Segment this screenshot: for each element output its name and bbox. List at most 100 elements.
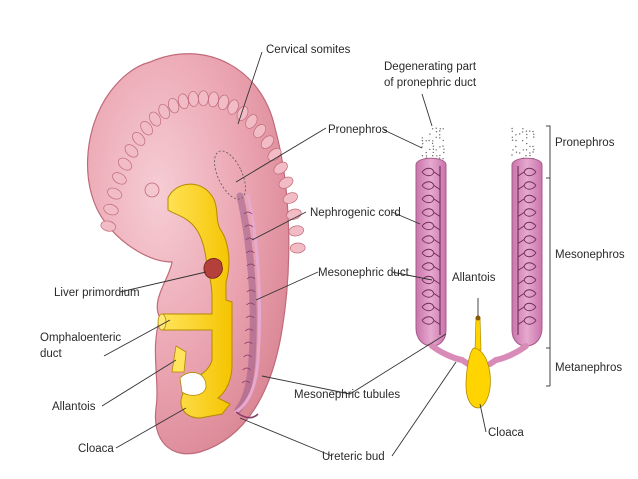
degenerating-dot [522, 140, 523, 141]
degenerating-dot [443, 149, 444, 150]
degenerating-dot [433, 152, 434, 153]
degenerating-dot [532, 151, 533, 152]
degenerating-dot [515, 134, 516, 135]
optic-bump [145, 183, 159, 197]
degenerating-dot [529, 155, 530, 156]
label-degenerating-line1: Degenerating part [384, 61, 477, 73]
degenerating-dot [422, 140, 423, 141]
degenerating-dot [529, 152, 530, 153]
degenerating-dot [426, 155, 427, 156]
label-allantois-left: Allantois [52, 401, 96, 413]
degenerating-dot [442, 158, 443, 159]
degenerating-dot [428, 140, 429, 141]
degenerating-dot [436, 128, 437, 129]
ureteric-bud-right [490, 346, 526, 364]
degenerating-dot [422, 155, 423, 156]
degenerating-dot [512, 137, 513, 138]
degenerating-dot [429, 133, 430, 134]
region-brackets [546, 126, 550, 386]
label-cloaca-left: Cloaca [78, 443, 114, 455]
degenerating-dot [525, 155, 526, 156]
degenerating-dot [432, 140, 433, 141]
degenerating-dot [516, 152, 517, 153]
degenerating-dot [443, 128, 444, 129]
label-allantois-right: Allantois [452, 272, 496, 284]
label-mesonephric-duct: Mesonephric duct [318, 267, 410, 279]
degenerating-dot [519, 133, 520, 134]
degenerating-dot [422, 137, 423, 138]
degenerating-dot [439, 146, 440, 147]
degenerating-dot [432, 143, 433, 144]
somite [290, 242, 306, 253]
ureteric-bud-left [432, 346, 468, 364]
degenerating-dot [432, 155, 433, 156]
degenerating-dot [522, 131, 523, 132]
degenerating-dot [426, 140, 427, 141]
degenerating-dot [523, 149, 524, 150]
degenerating-dot [526, 134, 527, 135]
degenerating-dot [526, 131, 527, 132]
omphaloenteric-duct-opening [158, 314, 166, 330]
degenerating-dot [433, 149, 434, 150]
degenerating-dot [526, 149, 527, 150]
degenerating-dot [515, 146, 516, 147]
degenerating-dot [522, 128, 523, 129]
degenerating-dot [533, 136, 534, 137]
label-pronephros-right: Pronephros [555, 137, 615, 149]
degenerating-dot [533, 134, 534, 135]
degenerating-pronephric-duct [421, 128, 534, 160]
degenerating-dot [443, 152, 444, 153]
degenerating-dot [436, 155, 437, 156]
label-nephrogenic-cord: Nephrogenic cord [310, 207, 401, 219]
degenerating-dot [435, 149, 436, 150]
degenerating-dot [426, 152, 427, 153]
degenerating-dot [511, 128, 512, 129]
label-metanephros: Metanephros [555, 362, 622, 374]
nephric-system-detail [416, 128, 542, 409]
label-degenerating-line2: of pronephric duct [384, 77, 477, 89]
degenerating-dot [433, 146, 434, 147]
degenerating-dot [439, 155, 440, 156]
mesonephros-left [416, 158, 446, 346]
somite [288, 225, 305, 238]
degenerating-dot [439, 130, 440, 131]
degenerating-dot [436, 131, 437, 132]
degenerating-dot [432, 128, 433, 129]
degenerating-dot [443, 140, 444, 141]
degenerating-dot [526, 137, 527, 138]
degenerating-dot [436, 137, 437, 138]
label-cervical-somites: Cervical somites [266, 44, 351, 56]
degenerating-dot [512, 149, 513, 150]
degenerating-dot [512, 140, 513, 141]
degenerating-dot [422, 143, 423, 144]
degenerating-dot [440, 128, 441, 129]
mesonephros-right [512, 158, 542, 346]
label-liver-primordium: Liver primordium [54, 287, 140, 299]
degenerating-dot [529, 130, 530, 131]
label-omphaloenteric-line2: duct [40, 348, 63, 360]
allantois-tube [475, 318, 481, 350]
degenerating-dot [532, 131, 533, 132]
label-pronephros-left: Pronephros [328, 124, 388, 136]
degenerating-dot [442, 145, 443, 146]
label-mesonephros: Mesonephros [555, 249, 625, 261]
degenerating-dot [439, 134, 440, 135]
cloaca-sac [466, 348, 490, 408]
degenerating-dot [512, 131, 513, 132]
label-ureteric-bud: Ureteric bud [322, 451, 385, 463]
label-cloaca-right: Cloaca [488, 427, 524, 439]
degenerating-dot [515, 140, 516, 141]
allantois-tip [476, 316, 481, 321]
degenerating-dot [529, 146, 530, 147]
degenerating-dot [511, 154, 512, 155]
liver-primordium [204, 259, 222, 279]
degenerating-dot [526, 143, 527, 144]
degenerating-dot [439, 137, 440, 138]
cloaca-opening [180, 372, 206, 395]
label-omphaloenteric-line1: Omphaloenteric [40, 332, 121, 344]
somite [198, 91, 208, 106]
embryo-figure [88, 54, 306, 454]
degenerating-dot [533, 149, 534, 150]
